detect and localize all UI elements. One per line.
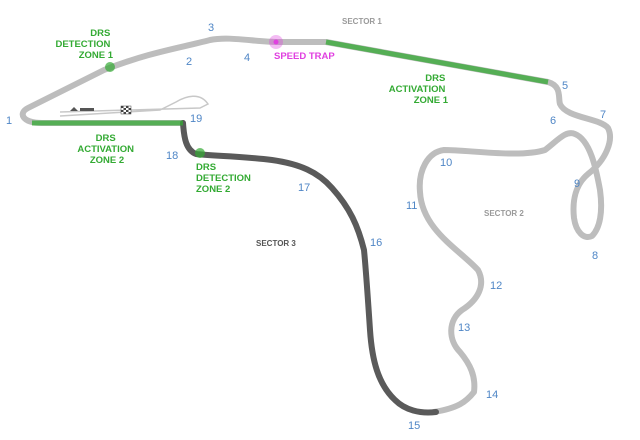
drs-detection-zone-1-line-2: DETECTION [55, 39, 110, 50]
turn-number-16: 16 [370, 237, 382, 249]
drs-activation-zone-2-line-2: ACTIVATION [77, 144, 134, 155]
track-sector-3 [180, 120, 439, 416]
turn-number-15: 15 [408, 420, 420, 432]
turn-number-17: 17 [298, 182, 310, 194]
speed-trap-dot [273, 39, 279, 45]
track-sector-1-2 [19, 35, 613, 415]
pit-lane-car-icon [70, 107, 94, 111]
drs-detection-zone-1-line-3: ZONE 1 [79, 50, 114, 61]
turn-number-5: 5 [562, 80, 568, 92]
turn-number-10: 10 [440, 157, 452, 169]
pit-lane [59, 95, 210, 117]
drs-detection-point-2 [195, 148, 205, 158]
sector-2-label: SECTOR 2 [484, 209, 524, 218]
drs-detection-zone-2-line-2: DETECTION [196, 173, 251, 184]
turn-number-14: 14 [486, 389, 498, 401]
drs-activation-zone-1-track [325, 39, 549, 85]
speed-trap-label: SPEED TRAP [274, 51, 335, 62]
turn-number-6: 6 [550, 115, 556, 127]
turn-number-12: 12 [490, 280, 502, 292]
turn-number-1: 1 [6, 115, 12, 127]
drs-detection-zone-2-label: DRS DETECTION ZONE 2 [196, 162, 254, 195]
drs-activation-zone-1-line-3: ZONE 1 [414, 95, 449, 106]
turn-number-4: 4 [244, 52, 250, 64]
turn-number-9: 9 [574, 178, 580, 190]
drs-detection-zone-2-line-1: DRS [196, 162, 216, 173]
sector-3-label: SECTOR 3 [256, 239, 296, 248]
sector-1-label: SECTOR 1 [342, 17, 382, 26]
turn-number-19: 19 [190, 113, 202, 125]
drs-activation-zone-1-line-2: ACTIVATION [389, 84, 446, 95]
drs-detection-zone-1-line-1: DRS [90, 28, 110, 39]
drs-activation-zone-2-label: DRS ACTIVATION ZONE 2 [77, 133, 136, 166]
turn-number-13: 13 [458, 322, 470, 334]
turn-number-11: 11 [406, 200, 417, 212]
turn-number-18: 18 [166, 150, 178, 162]
drs-detection-point-1 [105, 62, 115, 72]
drs-detection-zone-2-line-3: ZONE 2 [196, 184, 230, 195]
turn-number-2: 2 [186, 56, 192, 68]
turn-number-8: 8 [592, 250, 598, 262]
start-finish-flag-icon [120, 105, 132, 115]
drs-activation-zone-1-line-1: DRS [425, 73, 445, 84]
drs-detection-zone-1-label: DRS DETECTION ZONE 1 [55, 28, 113, 61]
turn-number-7: 7 [600, 109, 606, 121]
drs-activation-zone-2-line-1: DRS [96, 133, 116, 144]
drs-activation-zone-1-label: DRS ACTIVATION ZONE 1 [389, 73, 449, 106]
drs-activation-zone-2-line-3: ZONE 2 [90, 155, 124, 166]
turn-number-3: 3 [208, 22, 214, 34]
